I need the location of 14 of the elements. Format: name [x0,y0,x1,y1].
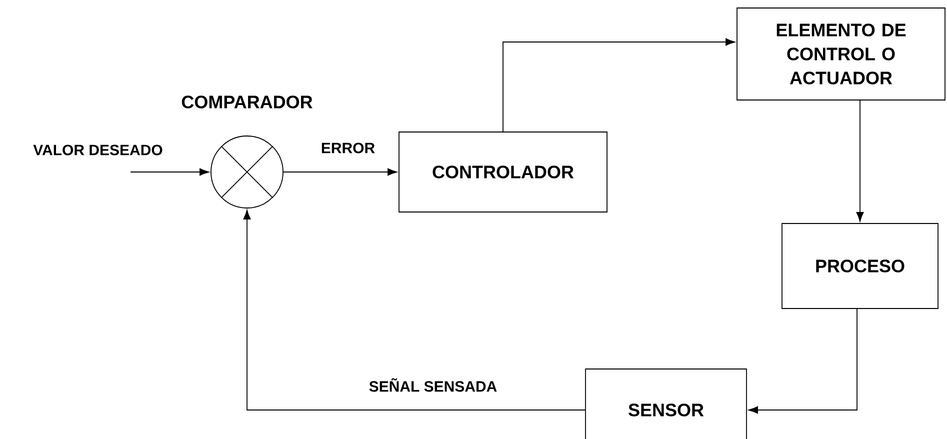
edge-label: SEÑAL SENSADA [368,377,498,393]
process-box: PROCESO [782,223,938,309]
process-box: ELEMENTO DE CONTROL O ACTUADOR [736,8,946,100]
node-label: COMPARADOR [182,96,312,108]
edge-label: ERROR [320,142,376,154]
arrow [130,168,210,176]
arrow [243,210,586,410]
edge-label: VALOR DESEADO [32,144,164,156]
arrow [502,38,736,132]
arrow [748,308,858,414]
process-box: SENSOR [585,368,747,439]
process-box: CONTROLADOR [398,132,608,212]
arrow [856,100,864,222]
arrow [283,168,398,176]
